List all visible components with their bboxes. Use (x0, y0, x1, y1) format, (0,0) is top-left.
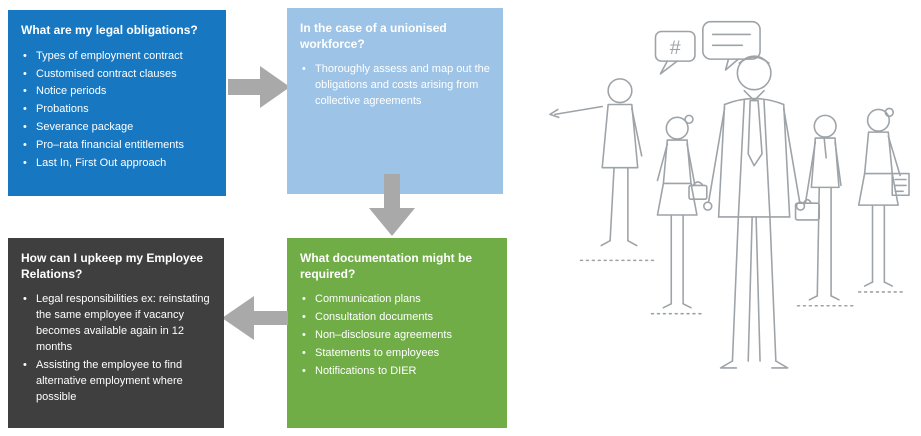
box-title: In the case of a unionised workforce? (300, 21, 447, 51)
bullet-item: Thoroughly assess and map out the obliga… (300, 62, 490, 110)
bullet-item: Notice periods (21, 84, 213, 100)
bullet-item: Communication plans (300, 292, 494, 308)
unionised-workforce-box: In the case of a unionised workforce? Th… (287, 8, 503, 194)
bullet-item: Pro–rata financial entitlements (21, 138, 213, 154)
bullet-list: Communication plansConsultation document… (300, 292, 494, 380)
person-central-man-figure (703, 55, 806, 369)
bullet-item: Probations (21, 102, 213, 118)
bullet-item: Last In, First Out approach (21, 156, 213, 172)
employee-relations-box: How can I upkeep my Employee Relations? … (8, 238, 224, 428)
box-title: What are my legal obligations? (21, 23, 198, 37)
bullet-item: Assisting the employee to find alternati… (21, 358, 211, 406)
person-pointing-figure (549, 78, 657, 262)
bullet-list: Types of employment contractCustomised c… (21, 49, 213, 173)
bullet-item: Notifications to DIER (300, 364, 494, 380)
person-man-briefcase-figure (794, 114, 854, 307)
bullet-item: Types of employment contract (21, 49, 213, 65)
documentation-box: What documentation might be required? Co… (287, 238, 507, 428)
bullet-item: Legal responsibilities ex: reinstating t… (21, 292, 211, 356)
bullet-item: Severance package (21, 120, 213, 136)
person-woman-paper-figure (857, 107, 910, 293)
speech-bubble-lines-icon (702, 20, 761, 71)
bullet-list: Thoroughly assess and map out the obliga… (300, 62, 490, 110)
arrow-left-icon (222, 296, 288, 340)
bullet-item: Consultation documents (300, 310, 494, 326)
hash-glyph: # (670, 37, 681, 59)
arrow-down-icon (369, 174, 415, 236)
bullet-item: Customised contract clauses (21, 67, 213, 83)
speech-bubble-hash-icon (654, 30, 696, 75)
arrow-right-icon (228, 66, 290, 108)
bullet-item: Non–disclosure agreements (300, 328, 494, 344)
bullet-list: Legal responsibilities ex: reinstating t… (21, 292, 211, 406)
box-title: How can I upkeep my Employee Relations? (21, 251, 204, 281)
workforce-illustration: # (545, 15, 910, 415)
legal-obligations-box: What are my legal obligations? Types of … (8, 10, 226, 196)
bullet-item: Statements to employees (300, 346, 494, 362)
box-title: What documentation might be required? (300, 251, 472, 281)
person-woman-bag-figure (650, 114, 708, 315)
